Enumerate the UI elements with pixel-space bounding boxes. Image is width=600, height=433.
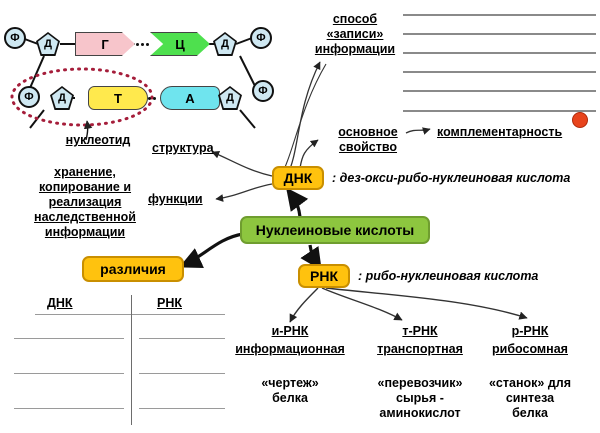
note-rule-4	[403, 71, 596, 73]
base-adenine: А	[160, 86, 220, 110]
node-dna[interactable]: ДНК	[272, 166, 324, 190]
phosphate-node-bottom-left: Ф	[18, 86, 40, 108]
table-row-line-dna-2	[14, 373, 124, 374]
red-dot-marker	[572, 112, 588, 128]
note-rule-5	[403, 90, 596, 92]
table-row-line-dna-1	[14, 338, 124, 339]
hydrogen-bond-ta	[148, 97, 156, 100]
phosphate-node-top-left: Ф	[4, 27, 26, 49]
base-thymine: Т	[88, 86, 148, 110]
rna-type-full-trna: транспортная	[377, 342, 463, 356]
rna-type-abbr-rrna: р-РНК	[511, 324, 549, 338]
label-main-property: основное свойство	[338, 125, 398, 154]
rna-type-full-rrna: рибосомная	[492, 342, 568, 356]
table-row-line-dna-3	[14, 408, 124, 409]
rna-type-role-trna: «перевозчик» сырья - аминокислот	[377, 376, 463, 420]
table-row-line-rna-3	[139, 408, 225, 409]
table-row-line-rna-2	[139, 373, 225, 374]
note-rule-3	[403, 52, 596, 54]
table-row-line-rna-1	[139, 338, 225, 339]
node-rna[interactable]: РНК	[298, 264, 350, 288]
phosphate-node-bottom-right: Ф	[252, 80, 274, 102]
table-header-underline	[35, 314, 225, 315]
table-header-dna: ДНК	[47, 296, 73, 310]
base-guanine: Г	[75, 32, 135, 56]
base-cytosine: Ц	[150, 32, 210, 56]
rna-type-role-mrna: «чертеж» белка	[261, 376, 319, 405]
note-rule-1	[403, 14, 596, 16]
dna-expansion-text: : дез-окси-рибо-нуклеиновая кислота	[332, 171, 571, 185]
label-structure: структура	[152, 141, 214, 155]
dna-functions-detail: хранение, копирование и реализация насле…	[34, 165, 136, 239]
rna-type-abbr-trna: т-РНК	[402, 324, 438, 338]
phosphate-node-top-right: Ф	[250, 27, 272, 49]
rna-expansion-text: : рибо-нуклеиновая кислота	[358, 269, 539, 283]
note-rule-2	[403, 33, 596, 35]
label-recording-method: способ «записи» информации	[314, 12, 396, 56]
rna-type-abbr-mrna: и-РНК	[271, 324, 309, 338]
rna-type-role-rrna: «станок» для синтеза белка	[488, 376, 571, 420]
table-column-divider	[131, 295, 132, 425]
note-rule-6	[403, 110, 596, 112]
nucleotide-callout-label: нуклеотид	[65, 133, 131, 147]
hydrogen-bond-gc	[136, 43, 149, 46]
node-nucleic-acids[interactable]: Нуклеиновые кислоты	[240, 216, 430, 244]
label-functions: функции	[148, 192, 203, 206]
label-complementarity: комплементарность	[437, 125, 563, 139]
table-header-rna: РНК	[157, 296, 182, 310]
rna-type-full-mrna: информационная	[235, 342, 345, 356]
node-differences[interactable]: различия	[82, 256, 184, 282]
